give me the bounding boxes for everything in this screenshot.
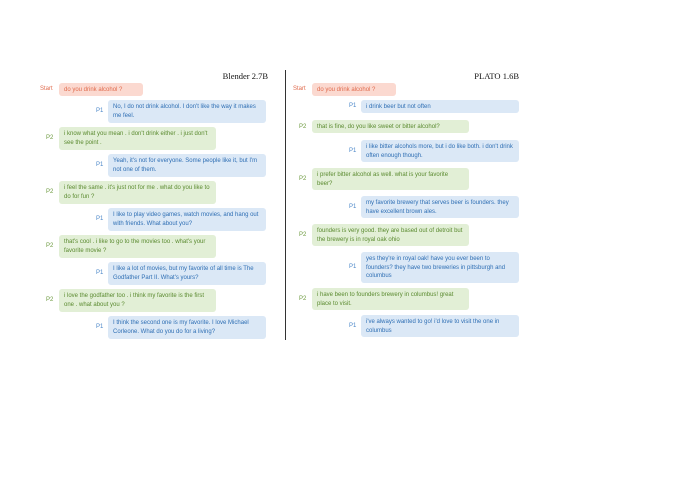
speaker-p2-label: P2 (46, 135, 54, 141)
plato-column: PLATO 1.6B Start do you drink alcohol ? … (288, 0, 675, 477)
speaker-p1-label: P1 (96, 216, 104, 222)
speaker-p2-label: P2 (46, 297, 54, 303)
p2-message-bubble: i prefer bitter alcohol as well. what is… (312, 168, 469, 190)
speaker-p2-label: P2 (299, 232, 307, 238)
speaker-p1-label: P1 (349, 323, 357, 329)
p1-message-bubble: Yeah, it's not for everyone. Some people… (108, 154, 266, 177)
p2-message-bubble: i love the godfather too . i think my fa… (59, 289, 216, 312)
p2-message-bubble: i know what you mean . i don't drink eit… (59, 127, 216, 150)
p1-message-bubble: I like to play video games, watch movies… (108, 208, 266, 231)
speaker-p1-label: P1 (96, 270, 104, 276)
model-title: Blender 2.7B (222, 71, 268, 81)
speaker-p2-label: P2 (299, 124, 307, 130)
model-title: PLATO 1.6B (474, 71, 519, 81)
speaker-p1-label: P1 (349, 148, 357, 154)
p1-message-bubble: yes they're in royal oak! have you ever … (361, 252, 519, 283)
p2-message-bubble: i have been to founders brewery in colum… (312, 288, 469, 310)
speaker-p1-label: P1 (96, 324, 104, 330)
speaker-p1-label: P1 (349, 103, 357, 109)
p2-message-bubble: founders is very good. they are based ou… (312, 224, 469, 246)
p1-message-bubble: No, I do not drink alcohol. I don't like… (108, 100, 266, 123)
p2-message-bubble: that is fine, do you like sweet or bitte… (312, 120, 469, 133)
start-message-bubble: do you drink alcohol ? (59, 83, 143, 96)
speaker-start-label: Start (40, 86, 53, 92)
p1-message-bubble: i like bitter alcohols more, but i do li… (361, 140, 519, 162)
speaker-p1-label: P1 (349, 204, 357, 210)
p2-message-bubble: that's cool . i like to go to the movies… (59, 235, 216, 258)
p1-message-bubble: my favorite brewery that serves beer is … (361, 196, 519, 218)
speaker-start-label: Start (293, 86, 306, 92)
speaker-p2-label: P2 (46, 243, 54, 249)
start-message-bubble: do you drink alcohol ? (312, 83, 396, 96)
p1-message-bubble: i drink beer but not often (361, 100, 519, 113)
p2-message-bubble: i feel the same . it's just not for me .… (59, 181, 216, 204)
column-divider (285, 70, 287, 340)
p1-message-bubble: I think the second one is my favorite. I… (108, 316, 266, 339)
speaker-p2-label: P2 (299, 176, 307, 182)
speaker-p1-label: P1 (96, 108, 104, 114)
p1-message-bubble: i've always wanted to go! i'd love to vi… (361, 315, 519, 337)
speaker-p1-label: P1 (349, 264, 357, 270)
blender-column: Blender 2.7B Start do you drink alcohol … (0, 0, 285, 477)
speaker-p2-label: P2 (46, 189, 54, 195)
speaker-p2-label: P2 (299, 296, 307, 302)
p1-message-bubble: I like a lot of movies, but my favorite … (108, 262, 266, 285)
speaker-p1-label: P1 (96, 162, 104, 168)
